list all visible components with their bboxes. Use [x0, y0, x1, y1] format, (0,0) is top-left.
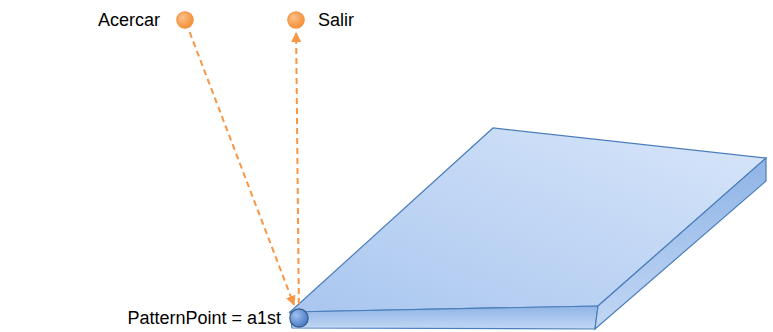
path-point: Acercar — [176, 11, 194, 29]
point-label: Acercar — [98, 10, 160, 31]
slab-side-face — [595, 158, 766, 329]
motion-arrow — [190, 32, 294, 305]
point-label: PatternPoint = a1st — [127, 308, 281, 329]
motion-arrow — [296, 33, 299, 304]
pattern-point: PatternPoint = a1st — [289, 308, 309, 328]
point-label: Salir — [318, 10, 354, 31]
point-symbol — [287, 11, 305, 29]
slab-front-face — [290, 306, 598, 329]
slab-top-face — [290, 128, 766, 312]
point-symbol — [289, 308, 309, 328]
point-symbol — [176, 11, 194, 29]
path-point: Salir — [287, 11, 305, 29]
